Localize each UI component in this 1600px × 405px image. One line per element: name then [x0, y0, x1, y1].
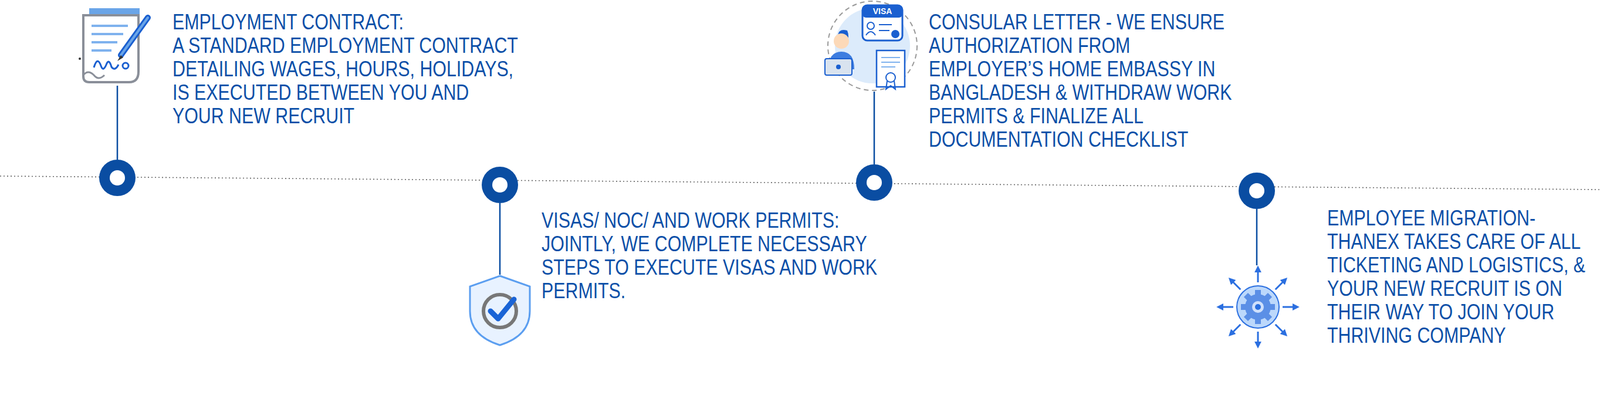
contract-icon [120, 17, 148, 56]
consular-icon [862, 5, 903, 41]
contract-icon [91, 32, 124, 36]
consular-icon [862, 5, 903, 18]
contract-icon [83, 72, 105, 79]
step-text: JOINTLY, WE COMPLETE NECESSARY STEPS TO … [541, 232, 923, 303]
contract-icon [93, 61, 119, 69]
consular-icon [891, 29, 900, 39]
step-text-wrap: VISAS/ NOC/ AND WORK PERMITS:JOINTLY, WE… [541, 208, 923, 303]
gear-arrows-icon [1282, 306, 1297, 309]
consular-icon [878, 24, 892, 26]
shield-check-icon [469, 275, 530, 345]
step-text: A STANDARD EMPLOYMENT CONTRACT DETAILING… [172, 34, 525, 128]
step-text-wrap: EMPLOYEE MIGRATION- THANEX TAKES CARE OF… [1327, 206, 1595, 348]
gear-arrows-icon [1257, 331, 1260, 346]
timeline-markers [481, 166, 519, 204]
gear-arrows-icon [1243, 292, 1273, 321]
step-text-wrap: CONSULAR LETTER - WE ENSURE AUTHORIZATIO… [928, 10, 1246, 152]
consular-icon [836, 64, 841, 70]
step-text: EMPLOYEE MIGRATION- THANEX TAKES CARE OF… [1327, 206, 1595, 348]
gear-arrows-icon [1230, 324, 1241, 335]
consular-icon [876, 50, 905, 87]
gear-arrows-icon [1219, 268, 1297, 346]
consular-icon [881, 61, 901, 63]
step-text: CONSULAR LETTER - WE ENSURE AUTHORIZATIO… [928, 10, 1246, 152]
step-block: EMPLOYEE MIGRATION- THANEX TAKES CARE OF… [1327, 206, 1595, 348]
contract-icon [91, 24, 128, 27]
gear-arrows-icon [1275, 279, 1286, 290]
shield-check-icon [490, 299, 514, 319]
gear-arrows-icon [1236, 285, 1280, 328]
timeline-markers [856, 164, 893, 201]
gear-arrows-icon [1240, 289, 1275, 324]
shield-check-icon [469, 275, 530, 345]
contract-icon [117, 55, 124, 62]
gear-arrows-icon [1252, 300, 1264, 313]
step-heading: EMPLOYMENT CONTRACT: [172, 10, 525, 35]
step-block: EMPLOYMENT CONTRACT:A STANDARD EMPLOYMEN… [172, 10, 525, 128]
timeline-markers [109, 170, 125, 186]
stem-lines [116, 85, 119, 160]
contract-icon [83, 15, 139, 83]
gear-arrows-icon [1275, 324, 1286, 335]
contract-icon [120, 17, 148, 56]
step-block: CONSULAR LETTER - WE ENSURE AUTHORIZATIO… [928, 10, 1246, 152]
step-block: VISAS/ NOC/ AND WORK PERMITS:JOINTLY, WE… [541, 208, 923, 303]
step-heading: VISAS/ NOC/ AND WORK PERMITS: [541, 208, 923, 233]
consular-icon [881, 57, 901, 67]
gear-arrows-icon [1243, 292, 1273, 321]
gear-arrows-icon [1257, 268, 1260, 283]
consular-icon [867, 22, 875, 30]
contract-icon [91, 25, 128, 51]
consular-icon [824, 1, 918, 91]
timeline-markers [866, 174, 882, 191]
stem-lines [873, 91, 876, 165]
stem-lines [1256, 208, 1258, 266]
icon-label: VISA [862, 5, 903, 17]
gear-arrows-icon [1219, 306, 1234, 309]
timeline-markers [99, 159, 136, 196]
contract-icon [78, 8, 148, 83]
consular-icon [833, 33, 849, 49]
contract-icon [91, 41, 118, 44]
consular-icon [881, 56, 901, 59]
timeline-markers [1249, 183, 1265, 199]
consular-icon [827, 1, 918, 91]
consular-icon [881, 66, 896, 68]
consular-icon [885, 80, 896, 90]
stem-lines [499, 203, 502, 275]
contract-icon [78, 57, 81, 60]
consular-icon [866, 31, 876, 36]
timeline [0, 176, 1600, 190]
timeline-markers [1238, 172, 1275, 209]
timeline-markers [492, 177, 508, 193]
gear-arrows-icon [1255, 303, 1261, 310]
consular-icon [878, 29, 890, 32]
consular-icon [885, 72, 896, 83]
gear-arrows-icon [1245, 293, 1271, 320]
consular-icon [824, 58, 852, 76]
gear-arrows-icon [1219, 268, 1297, 346]
gear-arrows-icon [1230, 279, 1241, 290]
step-text-wrap: EMPLOYMENT CONTRACT:A STANDARD EMPLOYMEN… [172, 10, 525, 128]
contract-icon [91, 49, 112, 52]
contract-icon [122, 62, 129, 69]
shield-check-icon [483, 294, 517, 328]
timeline-markers [99, 159, 1275, 209]
